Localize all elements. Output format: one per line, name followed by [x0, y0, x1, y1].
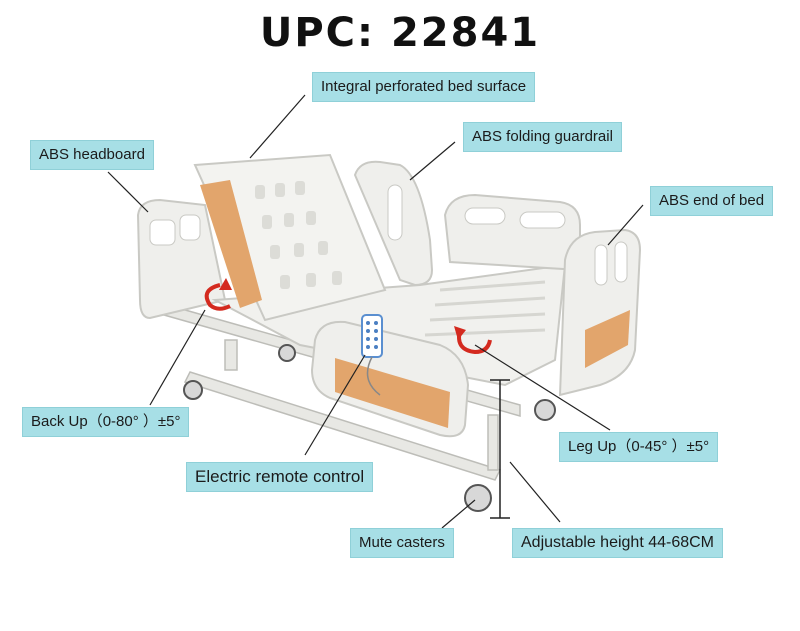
caster-wheels [183, 344, 556, 512]
label-perforated-surface: Integral perforated bed surface [312, 72, 536, 102]
front-guardrail [310, 320, 470, 438]
label-folding-guardrail: ABS folding guardrail [463, 122, 622, 152]
label-adjustable-height: Adjustable height 44-68CM [512, 528, 724, 558]
label-back-up: Back Up（0-80° ）±5° [22, 407, 190, 437]
remote-control [361, 314, 383, 396]
back-section [193, 153, 387, 322]
end-of-bed [558, 228, 642, 397]
folding-guardrail [353, 160, 434, 287]
label-end-of-bed: ABS end of bed [650, 186, 774, 216]
label-leg-up: Leg Up（0-45° ）±5° [559, 432, 719, 462]
label-remote-control: Electric remote control [186, 462, 374, 492]
leader-lines [107, 94, 644, 529]
far-guardrail [443, 193, 581, 272]
height-indicator [490, 379, 510, 519]
label-mute-casters: Mute casters [350, 528, 454, 558]
label-headboard: ABS headboard [30, 140, 154, 170]
headboard [136, 198, 227, 320]
upc-title: UPC: 22841 [259, 10, 541, 56]
red-arrows [204, 278, 492, 355]
